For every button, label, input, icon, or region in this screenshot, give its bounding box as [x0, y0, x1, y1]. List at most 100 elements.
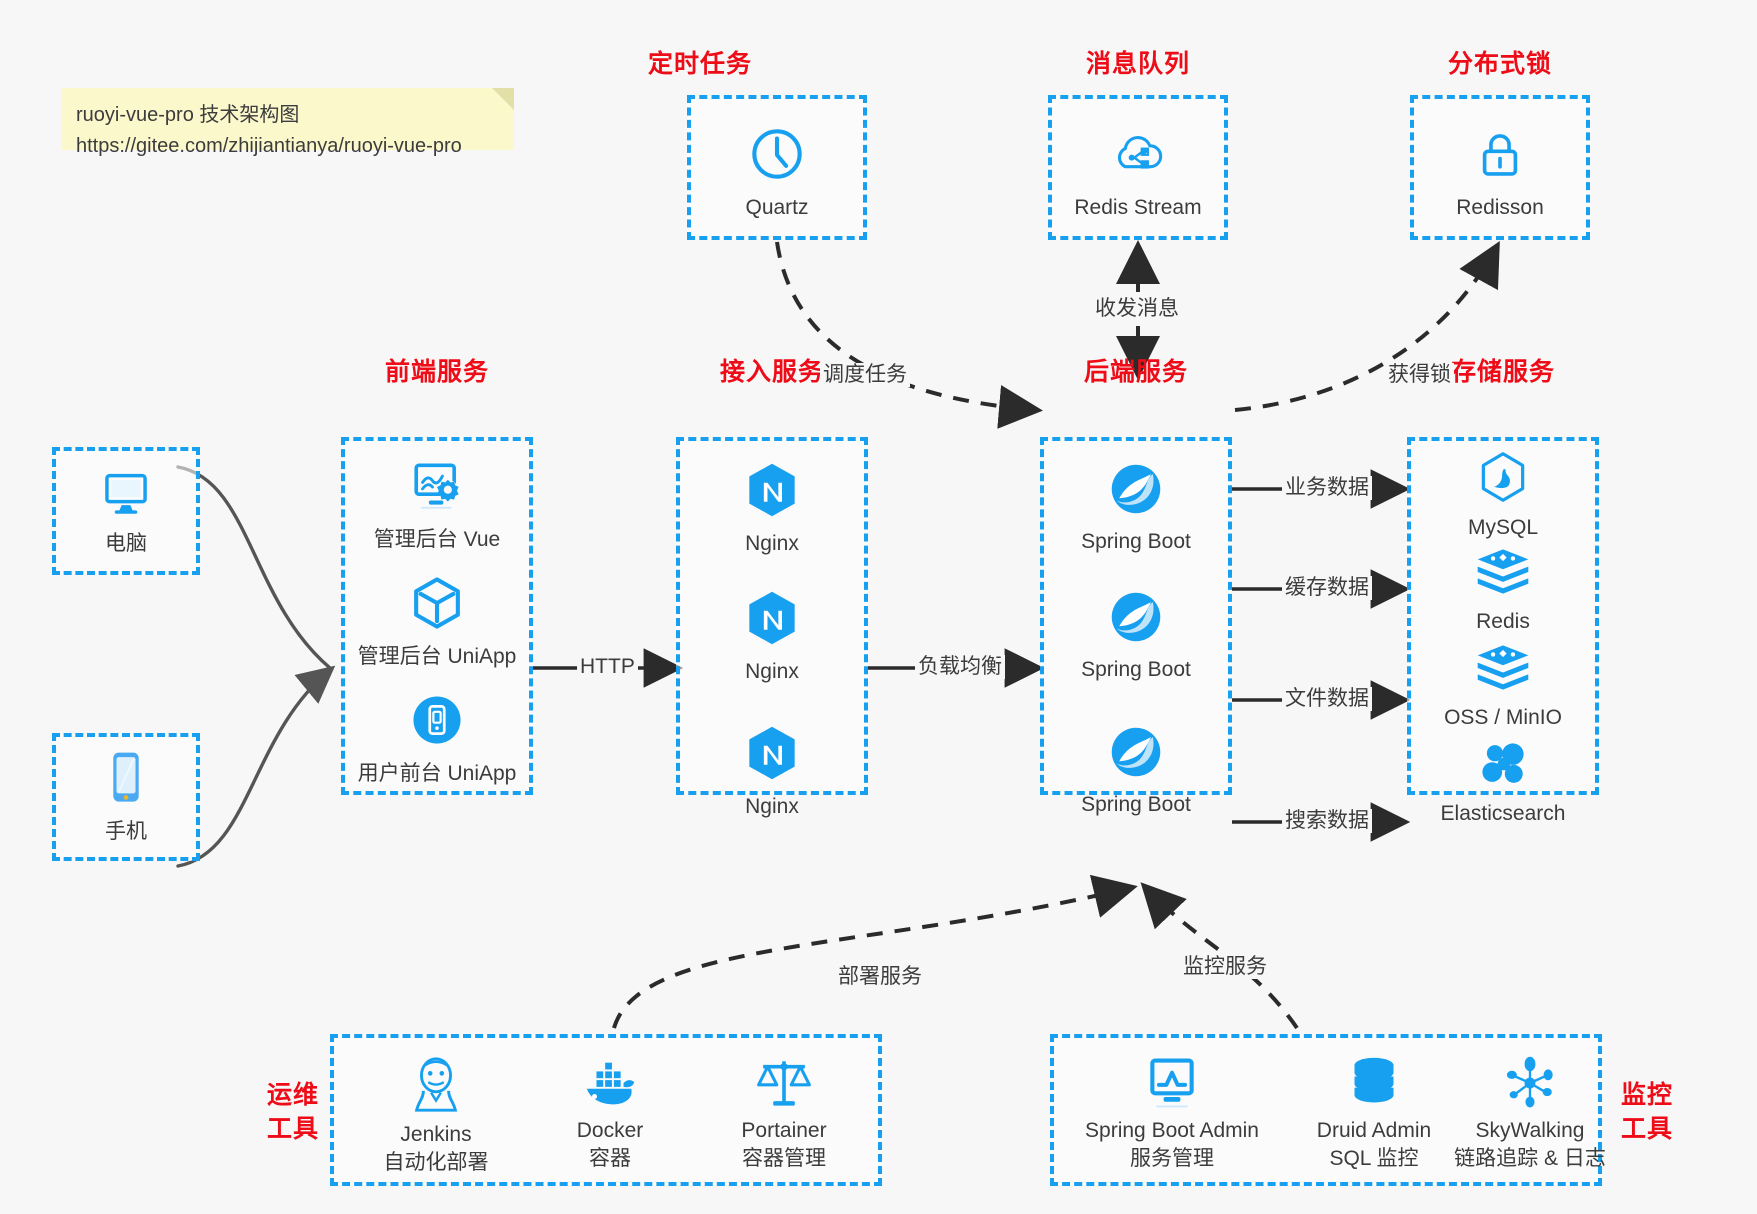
tool-name: Docker: [576, 1119, 644, 1142]
tool-desc: SQL 监控: [1329, 1147, 1419, 1170]
edge-label-file-data: 文件数据: [1282, 687, 1372, 711]
redis-icon: [1475, 547, 1531, 597]
tool-name: Portainer: [741, 1119, 827, 1142]
node-redisson[interactable]: Redisson: [1414, 125, 1586, 221]
node-label: OSS / MinIO: [1444, 706, 1562, 729]
edge-label-acquire-lock: 获得锁: [1385, 363, 1454, 387]
node-jenkins[interactable]: Jenkins 自动化部署: [352, 1054, 520, 1177]
node-label: Elasticsearch: [1440, 802, 1566, 825]
scales-icon: [755, 1054, 813, 1112]
edge-label-schedule-task: 调度任务: [820, 363, 910, 387]
note-line-title: ruoyi-vue-pro 技术架构图: [76, 104, 300, 126]
group-title-storage: 存储服务: [1450, 358, 1555, 386]
dashboard-gear-icon: [408, 459, 466, 515]
node-redis[interactable]: Redis: [1411, 547, 1595, 635]
monitor-chart-icon: [1142, 1054, 1202, 1112]
node-spring-boot-3[interactable]: Spring Boot: [1044, 724, 1228, 818]
node-label: MySQL: [1467, 516, 1538, 539]
spring-boot-icon: [1108, 589, 1164, 645]
spring-boot-icon: [1108, 724, 1164, 780]
note-callout: ruoyi-vue-pro 技术架构图 https://gitee.com/zh…: [62, 88, 514, 157]
node-elasticsearch[interactable]: Elasticsearch: [1411, 739, 1595, 827]
group-box-client-mobile: 手机: [52, 733, 200, 861]
node-label: 管理后台 Vue: [373, 528, 501, 551]
node-admin-vue[interactable]: 管理后台 Vue: [345, 459, 529, 553]
group-title-monitoring: 监控 工具: [1612, 1078, 1682, 1146]
group-title-devops-line1: 运维: [266, 1081, 319, 1109]
node-docker[interactable]: Docker 容器: [526, 1054, 694, 1173]
edge-label-cache-data: 缓存数据: [1282, 576, 1372, 600]
nginx-icon: [744, 589, 800, 647]
tool-desc: 容器管理: [742, 1147, 826, 1170]
tool-name: Druid Admin: [1316, 1119, 1432, 1142]
docker-icon: [579, 1054, 641, 1112]
node-portainer[interactable]: Portainer 容器管理: [700, 1054, 868, 1173]
node-desktop[interactable]: 电脑: [56, 467, 196, 557]
note-fold-corner: [492, 88, 514, 110]
edge-label-monitor-service: 监控服务: [1180, 955, 1270, 979]
app-phone-icon: [408, 691, 466, 749]
desktop-icon: [98, 467, 154, 519]
group-title-monitoring-line2: 工具: [1620, 1115, 1673, 1143]
node-label: 电脑: [105, 532, 147, 555]
cloud-stream-icon: [1109, 125, 1167, 183]
tool-name: SkyWalking: [1475, 1119, 1585, 1142]
group-box-backend: Spring Boot Spring Boot Spring Boot: [1040, 437, 1232, 816]
group-box-monitoring: Spring Boot Admin 服务管理 Druid Admin SQL 监…: [1050, 1034, 1606, 1186]
group-box-mq: Redis Stream: [1048, 95, 1228, 240]
group-box-scheduler: Quartz: [687, 95, 867, 240]
lock-icon: [1471, 125, 1529, 183]
tool-desc: 自动化部署: [383, 1151, 489, 1174]
cube-icon: [408, 574, 466, 632]
node-user-uniapp[interactable]: 用户前台 UniApp: [345, 691, 529, 787]
mobile-icon: [105, 749, 147, 807]
edge-label-send-receive-message: 收发消息: [1092, 297, 1182, 321]
edge-label-search-data: 搜索数据: [1282, 809, 1372, 833]
node-spring-boot-2[interactable]: Spring Boot: [1044, 589, 1228, 683]
node-label: Spring Boot: [1081, 793, 1191, 816]
tool-desc: 服务管理: [1130, 1147, 1214, 1170]
node-spring-boot-1[interactable]: Spring Boot: [1044, 461, 1228, 555]
node-label: 用户前台 UniApp: [357, 762, 517, 785]
tool-name: Spring Boot Admin: [1085, 1119, 1259, 1142]
group-title-devops: 运维 工具: [258, 1078, 328, 1146]
group-box-frontend: 管理后台 Vue 管理后台 UniApp 用户前台 UniApp: [341, 437, 533, 795]
group-box-lock: Redisson: [1410, 95, 1590, 240]
node-label: Nginx: [745, 795, 799, 818]
node-label: Nginx: [745, 532, 799, 555]
group-title-backend: 后端服务: [1083, 358, 1188, 386]
group-title-lock: 分布式锁: [1447, 50, 1552, 78]
node-redis-stream[interactable]: Redis Stream: [1052, 125, 1224, 221]
redis-icon: [1475, 643, 1531, 693]
node-label: Quartz: [745, 196, 809, 219]
node-nginx-3[interactable]: Nginx: [680, 724, 864, 820]
node-mobile[interactable]: 手机: [56, 749, 196, 845]
node-oss-minio[interactable]: OSS / MinIO: [1411, 643, 1595, 731]
node-label: Redis Stream: [1074, 196, 1202, 219]
group-box-client-desktop: 电脑: [52, 447, 200, 575]
node-nginx-1[interactable]: Nginx: [680, 461, 864, 557]
node-quartz[interactable]: Quartz: [691, 125, 863, 221]
edge-label-deploy-service: 部署服务: [835, 965, 925, 989]
node-label: Nginx: [745, 660, 799, 683]
group-title-frontend: 前端服务: [384, 358, 489, 386]
node-label: Spring Boot: [1081, 658, 1191, 681]
skywalking-icon: [1501, 1054, 1559, 1112]
node-spring-boot-admin[interactable]: Spring Boot Admin 服务管理: [1064, 1054, 1280, 1173]
node-skywalking[interactable]: SkyWalking 链路追踪 & 日志: [1452, 1054, 1608, 1173]
database-icon: [1348, 1054, 1400, 1112]
node-druid-admin[interactable]: Druid Admin SQL 监控: [1286, 1054, 1462, 1173]
edge-label-http: HTTP: [577, 655, 638, 679]
group-title-scheduler: 定时任务: [647, 50, 752, 78]
edge-label-business-data: 业务数据: [1282, 476, 1372, 500]
node-nginx-2[interactable]: Nginx: [680, 589, 864, 685]
node-mysql[interactable]: MySQL: [1411, 451, 1595, 541]
group-box-storage: MySQL Redis: [1407, 437, 1599, 825]
nginx-icon: [744, 461, 800, 519]
group-title-mq: 消息队列: [1085, 50, 1190, 78]
group-box-gateway: Nginx Nginx Nginx: [676, 437, 868, 818]
clock-icon: [748, 125, 806, 183]
node-admin-uniapp[interactable]: 管理后台 UniApp: [345, 574, 529, 670]
node-label: Redis: [1476, 610, 1530, 633]
